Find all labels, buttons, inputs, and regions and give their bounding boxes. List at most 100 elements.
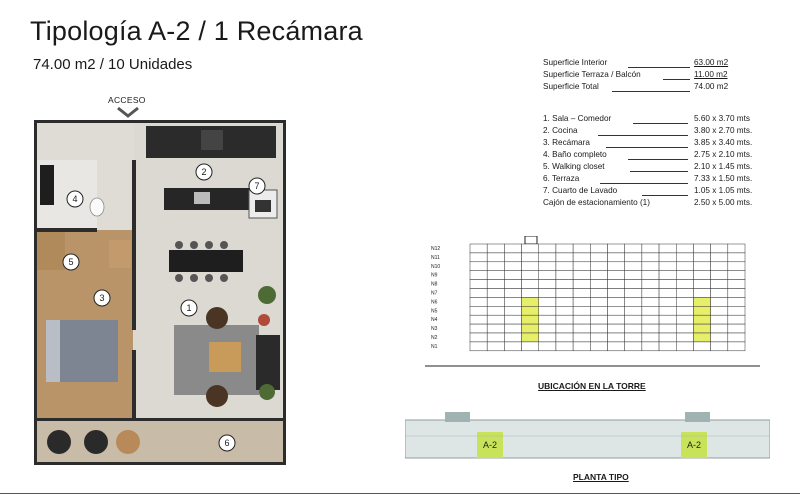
tower-unit-cell xyxy=(469,279,488,289)
tower-unit-cell xyxy=(538,288,557,298)
room-marker-5: 5 xyxy=(68,257,73,267)
tower-unit-cell xyxy=(504,323,522,334)
tower-unit-cell xyxy=(572,306,591,316)
tower-unit-highlight xyxy=(521,306,539,316)
tower-unit-cell xyxy=(676,323,694,334)
tower-unit-cell xyxy=(693,279,711,289)
tower-unit-cell xyxy=(607,279,625,289)
tower-unit-cell xyxy=(486,332,505,343)
floorplate-caption: PLANTA TIPO xyxy=(573,472,629,482)
tower-unit-cell xyxy=(676,270,694,280)
tower-unit-cell xyxy=(727,332,746,343)
tower-unit-cell xyxy=(555,323,574,334)
surface-label: Superficie Terraza / Balcón xyxy=(543,70,641,79)
tower-unit-cell xyxy=(658,261,677,271)
tower-unit-cell xyxy=(607,323,625,334)
tower-unit-cell xyxy=(710,297,729,307)
tower-unit-cell xyxy=(607,243,625,254)
tower-level-label: N1 xyxy=(431,344,438,350)
tower-unit-cell xyxy=(624,306,643,316)
tower-unit-cell xyxy=(727,297,746,307)
surface-value: 11.00 m2 xyxy=(694,70,728,79)
bottom-divider xyxy=(0,493,800,494)
tower-unit-cell xyxy=(693,288,711,298)
tower-unit-cell xyxy=(555,252,574,263)
tower-unit-cell xyxy=(641,332,660,343)
page-subtitle: 74.00 m2 / 10 Unidades xyxy=(33,56,193,73)
tower-unit-cell xyxy=(504,341,522,352)
tower-unit-cell xyxy=(469,288,488,298)
tower-unit-cell xyxy=(676,261,694,271)
tower-unit-cell xyxy=(624,297,643,307)
tower-unit-cell xyxy=(469,314,488,325)
tower-unit-cell xyxy=(607,314,625,325)
room-dims: 7.33 x 1.50 mts. xyxy=(694,174,753,183)
tower-unit-cell xyxy=(641,297,660,307)
tower-unit-cell xyxy=(658,323,677,334)
tower-unit-cell xyxy=(590,306,608,316)
tower-unit-cell xyxy=(624,288,643,298)
tower-unit-cell xyxy=(710,270,729,280)
tower-unit-cell xyxy=(572,288,591,298)
room-dims: 3.80 x 2.70 mts. xyxy=(694,126,753,135)
tower-unit-cell xyxy=(521,252,539,263)
tower-unit-cell xyxy=(624,252,643,263)
tower-unit-cell xyxy=(504,314,522,325)
tower-level-label: N10 xyxy=(431,264,440,270)
tower-level-label: N11 xyxy=(431,255,440,261)
tower-unit-cell xyxy=(486,243,505,254)
tower-unit-cell xyxy=(624,314,643,325)
tower-unit-cell xyxy=(538,306,557,316)
tower-unit-cell xyxy=(572,297,591,307)
tower-unit-cell xyxy=(486,261,505,271)
room-dims: 5.60 x 3.70 mts xyxy=(694,114,750,123)
room-marker-1: 1 xyxy=(186,303,191,313)
tower-unit-highlight xyxy=(693,306,711,316)
tower-unit-cell xyxy=(727,306,746,316)
tower-unit-cell xyxy=(590,243,608,254)
tower-unit-cell xyxy=(676,314,694,325)
tower-unit-cell xyxy=(538,323,557,334)
unit-label-a2: A-2 xyxy=(483,440,497,450)
tower-unit-cell xyxy=(521,270,539,280)
tower-unit-cell xyxy=(469,252,488,263)
tower-unit-cell xyxy=(710,261,729,271)
tower-unit-cell xyxy=(555,270,574,280)
tower-unit-cell xyxy=(658,314,677,325)
chevron-down-icon xyxy=(117,106,139,118)
tower-unit-cell xyxy=(727,252,746,263)
tower-unit-cell xyxy=(607,252,625,263)
room-label: 3. Recámara xyxy=(543,138,590,147)
tower-level-label: N8 xyxy=(431,282,438,288)
tower-unit-cell xyxy=(607,261,625,271)
tower-unit-cell xyxy=(555,314,574,325)
tower-unit-cell xyxy=(486,288,505,298)
tower-unit-cell xyxy=(624,279,643,289)
tower-unit-cell xyxy=(590,270,608,280)
tower-unit-cell xyxy=(641,252,660,263)
tower-unit-cell xyxy=(555,288,574,298)
tower-unit-highlight xyxy=(521,314,539,325)
tower-unit-cell xyxy=(641,341,660,352)
tower-level-label: N7 xyxy=(431,291,438,297)
tower-unit-cell xyxy=(624,270,643,280)
tower-level-label: N6 xyxy=(431,299,438,305)
room-dims: 1.05 x 1.05 mts. xyxy=(694,186,753,195)
tower-level-label: N5 xyxy=(431,308,438,314)
tower-unit-cell xyxy=(538,243,557,254)
surface-value: 74.00 m2 xyxy=(694,82,729,91)
tower-unit-cell xyxy=(555,261,574,271)
tower-unit-cell xyxy=(469,243,488,254)
tower-unit-cell xyxy=(710,279,729,289)
tower-unit-cell xyxy=(538,314,557,325)
tower-unit-cell xyxy=(641,306,660,316)
tower-unit-cell xyxy=(710,288,729,298)
tower-unit-cell xyxy=(555,332,574,343)
tower-unit-cell xyxy=(486,279,505,289)
room-label: Cajón de estacionamiento (1) xyxy=(543,198,650,207)
tower-unit-cell xyxy=(504,243,522,254)
tower-unit-cell xyxy=(607,306,625,316)
tower-unit-cell xyxy=(693,270,711,280)
tower-unit-cell xyxy=(727,341,746,352)
